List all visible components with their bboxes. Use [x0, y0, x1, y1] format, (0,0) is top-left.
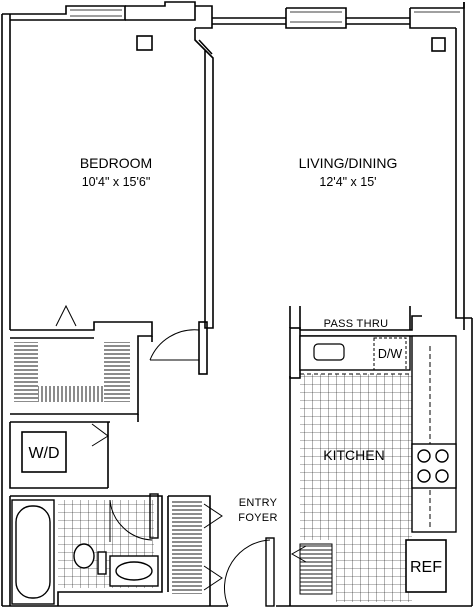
column [136, 35, 153, 51]
windows [70, 9, 460, 23]
pass-thru-label: PASS THRU [324, 318, 389, 330]
foyer-label: FOYER [238, 512, 277, 524]
pantry-door [290, 545, 307, 563]
column [431, 37, 446, 52]
washer-dryer [21, 431, 67, 473]
wd-closet-walls [9, 422, 109, 489]
bedroom-living-partition [194, 28, 214, 375]
refrigerator [405, 539, 447, 593]
living-dining-label: LIVING/DINING [299, 155, 398, 171]
kitchen-sink [313, 343, 345, 361]
closet-shelving [172, 500, 202, 594]
entry-label: ENTRY [239, 497, 278, 509]
washer-dryer-label: W/D [28, 445, 59, 462]
bedroom-label: BEDROOM [80, 155, 152, 171]
bedroom-closet-walls [10, 321, 153, 423]
kitchen-label: KITCHEN [323, 447, 384, 463]
entry-door [223, 537, 275, 607]
toilet [73, 543, 107, 575]
closet-shelving [104, 342, 130, 402]
living-dining-dimensions: 12'4" x 15' [319, 175, 376, 189]
bathroom-walls [9, 495, 163, 606]
refrigerator-label: REF [410, 559, 442, 576]
closet-shelving [14, 342, 38, 402]
foyer-closet-walls [167, 495, 211, 606]
bathroom-sink [109, 555, 159, 587]
foyer-closet-bifold-door [203, 503, 223, 591]
stove [411, 443, 457, 489]
wd-closet-bifold-door [91, 423, 109, 447]
bathtub [11, 499, 55, 605]
bedroom-dimensions: 10'4" x 15'6" [82, 175, 151, 189]
kitchen-right-counter [411, 335, 457, 533]
dishwasher [373, 337, 407, 371]
dishwasher-label: D/W [378, 347, 403, 361]
closet-bifold-door [55, 304, 77, 327]
closet-shelving [38, 386, 104, 402]
pantry-shelving [299, 543, 333, 595]
bedroom-door [149, 329, 200, 361]
bathroom-door [109, 493, 159, 542]
